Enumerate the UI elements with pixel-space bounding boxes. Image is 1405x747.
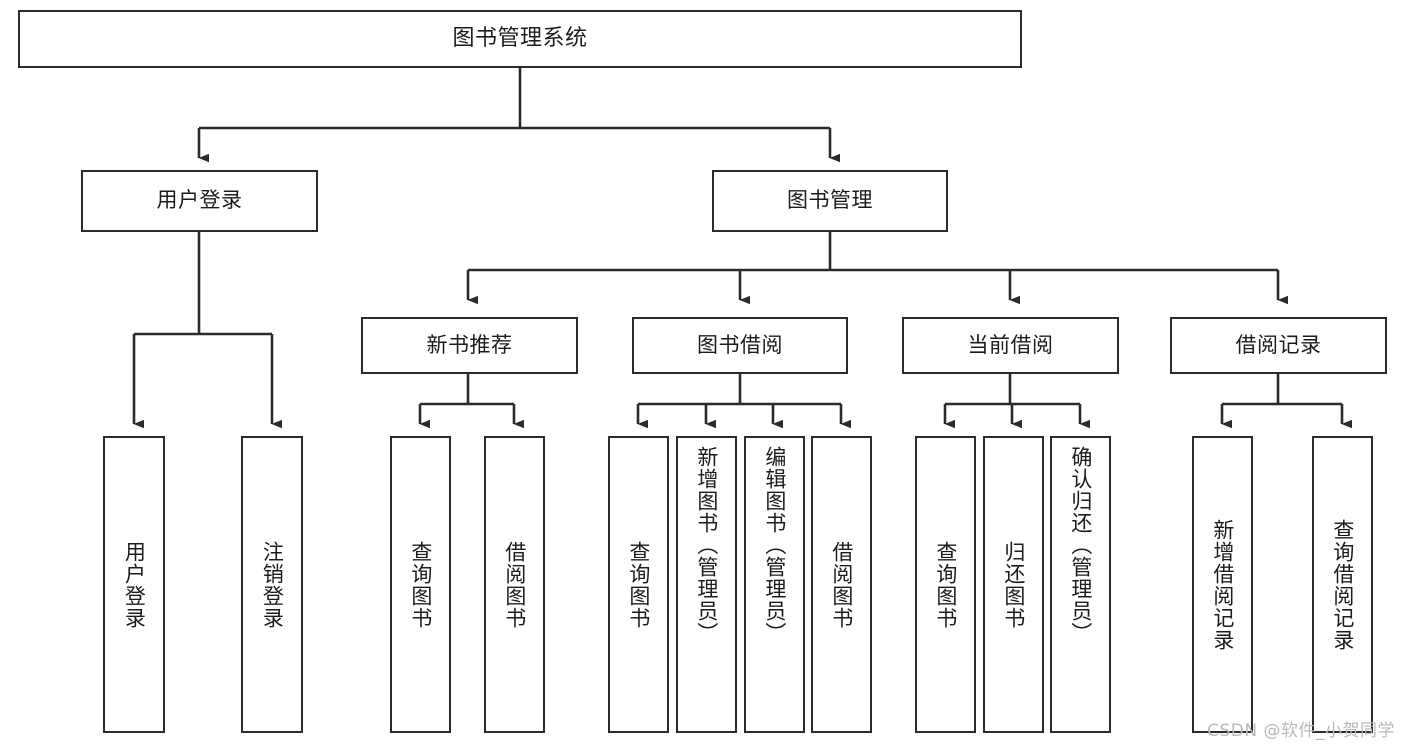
node-leaf-query-book-1-label: 查询图书 [408, 540, 433, 629]
node-leaf-query-book-1[interactable]: 查询图书 [390, 436, 451, 733]
edges-currentborrow-to-leaves [943, 374, 1090, 429]
node-leaf-user-login[interactable]: 用户登录 [103, 436, 165, 733]
node-leaf-query-book-2[interactable]: 查询图书 [608, 436, 669, 733]
node-leaf-add-record[interactable]: 新增借阅记录 [1192, 436, 1253, 733]
node-leaf-return-book-label: 归还图书 [1001, 540, 1026, 629]
node-leaf-add-book-label: 新增图书（管理员） [694, 446, 719, 644]
node-leaf-borrow-book-2-label: 借阅图书 [829, 540, 854, 629]
node-leaf-logout-login-label: 注销登录 [260, 540, 285, 629]
edges-borrowrecord-to-leaves [1220, 374, 1352, 429]
node-leaf-borrow-book-2[interactable]: 借阅图书 [811, 436, 872, 733]
node-root-system[interactable]: 图书管理系统 [18, 10, 1022, 68]
edges-bookborrow-to-leaves [636, 374, 851, 429]
node-book-management[interactable]: 图书管理 [712, 170, 948, 232]
node-book-borrow-label: 图书借阅 [697, 332, 783, 357]
node-leaf-return-book[interactable]: 归还图书 [983, 436, 1044, 733]
node-leaf-confirm-return-label: 确认归还（管理员） [1068, 446, 1093, 644]
node-book-borrow[interactable]: 图书借阅 [632, 317, 848, 374]
edges-newbook-to-leaves [418, 374, 524, 429]
edges-root-to-level1 [197, 68, 840, 163]
node-leaf-borrow-book-1-label: 借阅图书 [502, 540, 527, 629]
node-current-borrow[interactable]: 当前借阅 [902, 317, 1119, 374]
node-root-system-label: 图书管理系统 [452, 25, 588, 51]
node-leaf-query-book-3[interactable]: 查询图书 [915, 436, 976, 733]
node-leaf-query-record[interactable]: 查询借阅记录 [1312, 436, 1373, 733]
node-leaf-query-book-3-label: 查询图书 [933, 540, 958, 629]
node-user-login[interactable]: 用户登录 [81, 170, 318, 232]
node-leaf-user-login-label: 用户登录 [122, 540, 147, 629]
node-new-book-recommend-label: 新书推荐 [426, 332, 513, 357]
node-leaf-query-book-2-label: 查询图书 [626, 540, 651, 629]
node-book-management-label: 图书管理 [787, 188, 873, 213]
node-user-login-label: 用户登录 [156, 188, 243, 213]
node-leaf-edit-book[interactable]: 编辑图书（管理员） [744, 436, 805, 733]
node-leaf-add-record-label: 新增借阅记录 [1210, 518, 1235, 651]
node-borrow-record[interactable]: 借阅记录 [1170, 317, 1387, 374]
edges-bookmgmt-to-level2 [466, 232, 1288, 305]
node-leaf-edit-book-label: 编辑图书（管理员） [762, 446, 787, 644]
watermark-text: CSDN @软件_小贺同学 [1207, 721, 1395, 741]
node-leaf-logout-login[interactable]: 注销登录 [241, 436, 303, 733]
node-borrow-record-label: 借阅记录 [1235, 332, 1322, 357]
node-leaf-borrow-book-1[interactable]: 借阅图书 [484, 436, 545, 733]
node-leaf-add-book[interactable]: 新增图书（管理员） [676, 436, 737, 733]
node-current-borrow-label: 当前借阅 [967, 332, 1054, 357]
node-leaf-confirm-return[interactable]: 确认归还（管理员） [1050, 436, 1111, 733]
node-leaf-query-record-label: 查询借阅记录 [1330, 518, 1355, 651]
edges-userlogin-to-leaves [132, 232, 282, 429]
node-new-book-recommend[interactable]: 新书推荐 [361, 317, 578, 374]
